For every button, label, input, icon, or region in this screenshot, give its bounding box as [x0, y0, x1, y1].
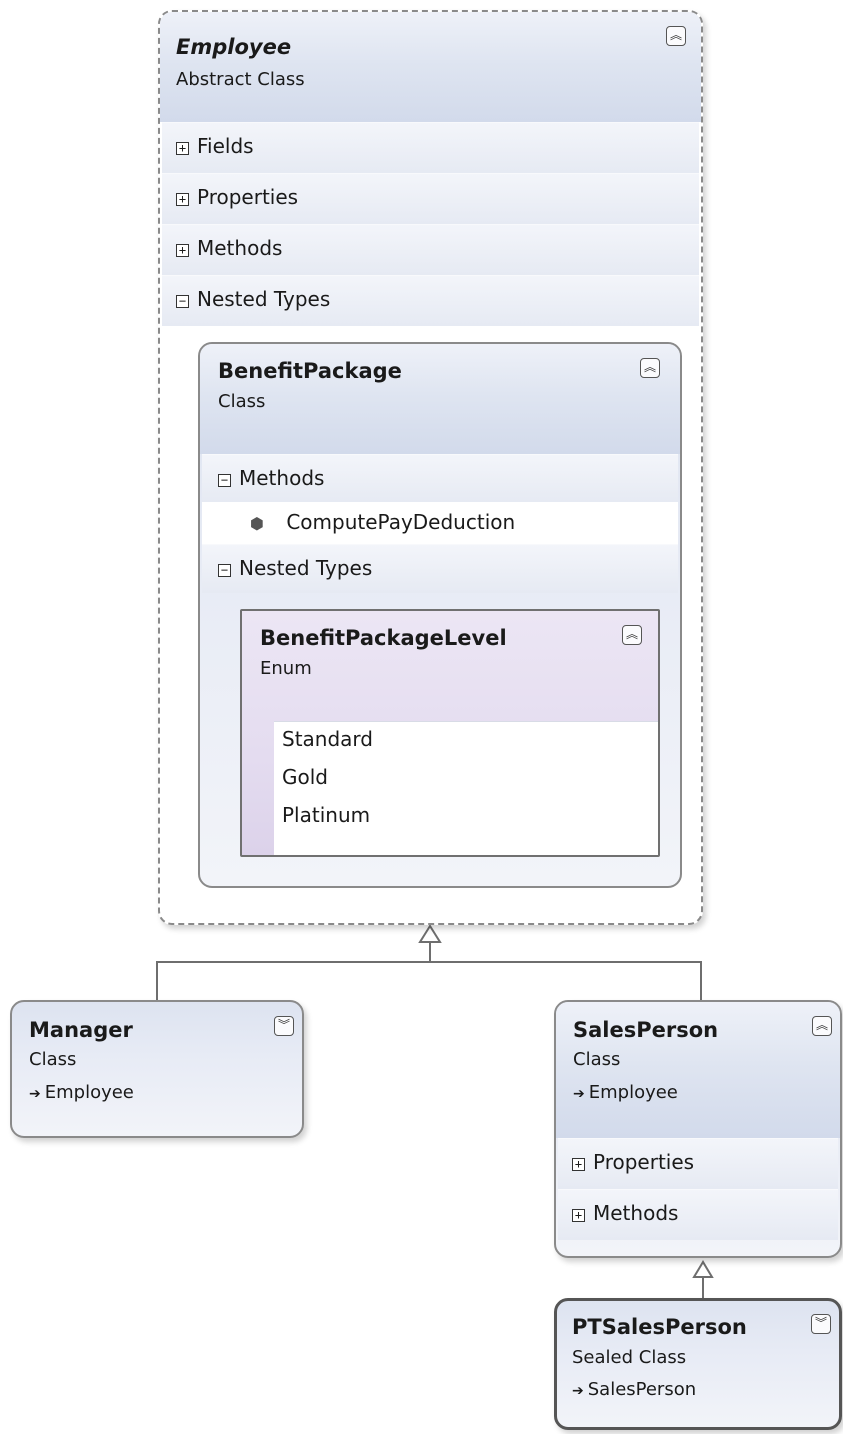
plus-box-icon[interactable]: +: [572, 1209, 585, 1222]
benefitpackage-class-name: BenefitPackage: [218, 359, 402, 383]
employee-class-name: Employee: [176, 35, 292, 59]
double-chevron-down-icon[interactable]: ︾: [274, 1016, 294, 1036]
minus-box-icon[interactable]: −: [218, 564, 231, 577]
employee-class-shape[interactable]: Employee Abstract Class ︽ +Fields +Prope…: [158, 10, 703, 925]
ptsalesperson-class-shape[interactable]: PTSalesPerson Sealed Class ➔SalesPerson …: [554, 1298, 842, 1430]
minus-box-icon[interactable]: −: [176, 295, 189, 308]
manager-class-shape[interactable]: Manager Class ➔Employee ︾: [10, 1000, 304, 1138]
benefitpackage-header: [200, 344, 680, 454]
double-chevron-up-icon[interactable]: ︽: [812, 1016, 832, 1036]
benefitpackagelevel-enum-name: BenefitPackageLevel: [260, 626, 507, 650]
benefitpackage-class-kind: Class: [218, 391, 266, 412]
plus-box-icon[interactable]: +: [572, 1158, 585, 1171]
enum-values-list: Standard Gold Platinum: [274, 721, 658, 855]
inherit-arrow-icon: ➔: [572, 1383, 584, 1399]
double-chevron-down-icon[interactable]: ︾: [811, 1314, 831, 1334]
method-name: ComputePayDeduction: [286, 510, 516, 534]
salesperson-generalization-arrowhead: [692, 1260, 714, 1278]
method-cube-icon: ⬢: [250, 514, 264, 533]
salesperson-compartment-methods[interactable]: +Methods: [558, 1189, 838, 1240]
plus-box-icon[interactable]: +: [176, 142, 189, 155]
employee-generalization-arrowhead: [418, 924, 442, 943]
enum-value[interactable]: Gold: [282, 765, 328, 789]
salesperson-class-shape[interactable]: SalesPerson Class ➔Employee ︽ +Propertie…: [554, 1000, 842, 1258]
employee-compartment-methods[interactable]: +Methods: [162, 224, 699, 275]
employee-class-kind: Abstract Class: [176, 69, 305, 90]
inherit-arrow-icon: ➔: [29, 1086, 41, 1102]
employee-compartment-properties[interactable]: +Properties: [162, 173, 699, 224]
plus-box-icon[interactable]: +: [176, 244, 189, 257]
salesperson-base-type: ➔Employee: [573, 1082, 678, 1103]
benefitpackage-class-shape[interactable]: BenefitPackage Class ︽ −Methods ⬢ Comput…: [198, 342, 682, 888]
employee-compartment-nested-types[interactable]: −Nested Types: [162, 275, 699, 326]
manager-class-name: Manager: [29, 1018, 133, 1042]
minus-box-icon[interactable]: −: [218, 474, 231, 487]
enum-value[interactable]: Standard: [282, 727, 373, 751]
inherit-arrow-icon: ➔: [573, 1086, 585, 1102]
salesperson-class-name: SalesPerson: [573, 1018, 719, 1042]
ptsalesperson-base-type: ➔SalesPerson: [572, 1379, 697, 1400]
plus-box-icon[interactable]: +: [176, 193, 189, 206]
manager-base-type: ➔Employee: [29, 1082, 134, 1103]
method-member-row[interactable]: ⬢ ComputePayDeduction: [202, 502, 678, 544]
manager-inherits-line: [156, 940, 431, 1002]
salesperson-header: [556, 1002, 840, 1138]
manager-class-kind: Class: [29, 1049, 77, 1070]
double-chevron-up-icon[interactable]: ︽: [666, 26, 686, 46]
salesperson-compartment-properties[interactable]: +Properties: [558, 1138, 838, 1189]
benefitpackagelevel-enum-kind: Enum: [260, 658, 312, 679]
ptsalesperson-class-kind: Sealed Class: [572, 1347, 687, 1368]
benefitpackagelevel-enum-shape[interactable]: BenefitPackageLevel Enum ︽ Standard Gold…: [240, 609, 660, 857]
employee-compartment-fields[interactable]: +Fields: [162, 122, 699, 173]
benefitpackage-compartment-methods[interactable]: −Methods: [202, 454, 678, 503]
double-chevron-up-icon[interactable]: ︽: [640, 358, 660, 378]
ptsalesperson-class-name: PTSalesPerson: [572, 1315, 747, 1339]
salesperson-inherits-line: [430, 961, 702, 1002]
benefitpackage-compartment-nested-types[interactable]: −Nested Types: [202, 544, 678, 593]
employee-header: [160, 12, 701, 122]
enum-value[interactable]: Platinum: [282, 803, 371, 827]
double-chevron-up-icon[interactable]: ︽: [622, 625, 642, 645]
salesperson-class-kind: Class: [573, 1049, 621, 1070]
